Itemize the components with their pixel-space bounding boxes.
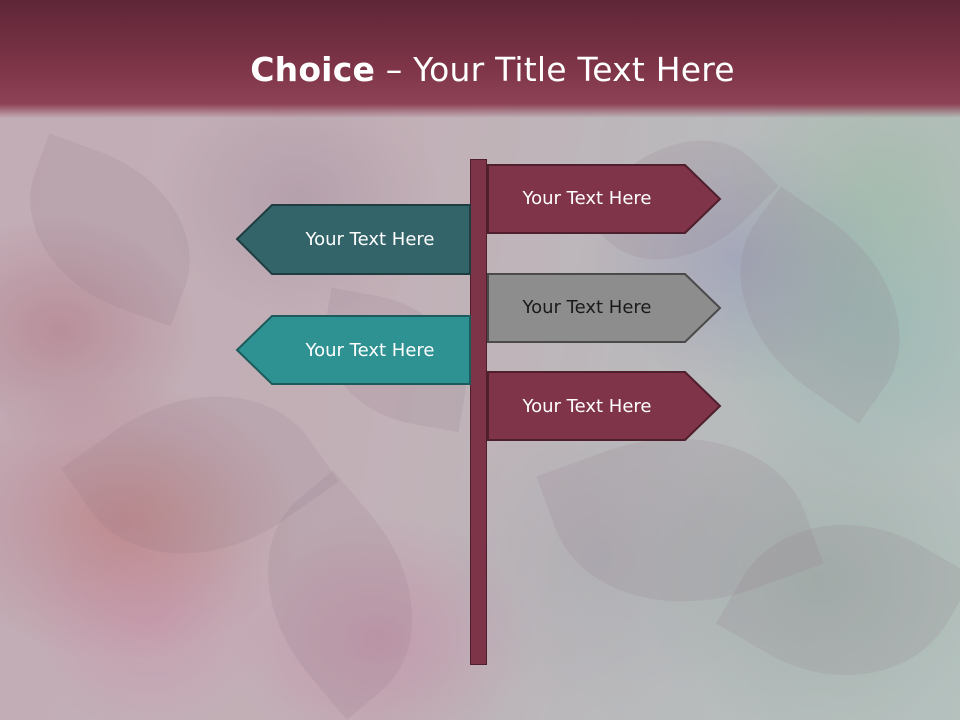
sign-shape-1 — [487, 164, 722, 234]
title-bar — [0, 0, 960, 118]
sign-arrow-1 — [487, 164, 722, 234]
sign-label-4: Your Text Here — [305, 340, 435, 361]
sign-label-1: Your Text Here — [522, 188, 652, 209]
sign-arrow-4 — [235, 315, 471, 385]
slide-title: Choice – Your Title Text Here — [0, 50, 960, 89]
sign-shape-3 — [487, 273, 722, 343]
sign-label-5: Your Text Here — [522, 396, 652, 417]
signpost-pole — [470, 159, 487, 665]
sign-arrow-3 — [487, 273, 722, 343]
title-rest: – Your Title Text Here — [375, 50, 735, 89]
sign-arrow-2 — [235, 204, 471, 275]
sign-label-2: Your Text Here — [305, 229, 435, 250]
sign-arrow-5 — [487, 371, 722, 441]
sign-shape-2 — [235, 204, 471, 275]
sign-shape-4 — [235, 315, 471, 385]
title-bold: Choice — [250, 50, 376, 89]
sign-shape-5 — [487, 371, 722, 441]
sign-label-3: Your Text Here — [522, 297, 652, 318]
